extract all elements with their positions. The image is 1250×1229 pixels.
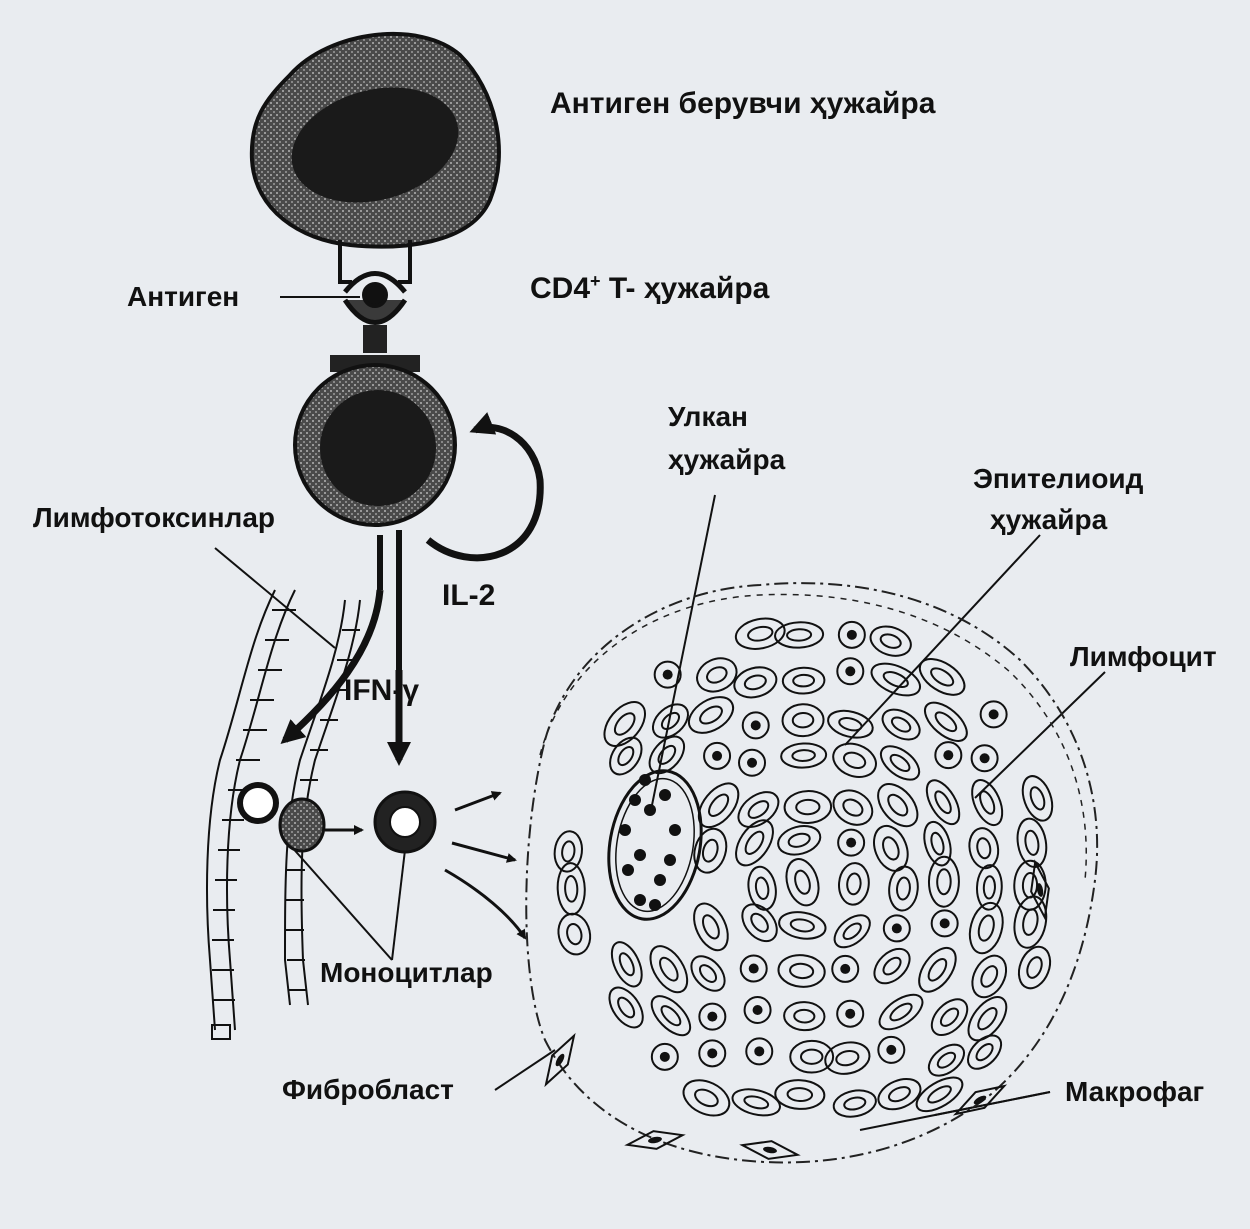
label-cd4-t-cell: CD4+ T- ҳужайра <box>530 272 769 305</box>
label-fibroblast: Фибробласт <box>282 1075 454 1104</box>
background-text-bleed <box>1010 0 1250 1229</box>
label-epithelioid-line2: ҳужайра <box>990 505 1107 534</box>
migration-arrows <box>445 793 525 938</box>
label-cd4-suffix: T- ҳужайра <box>601 272 770 305</box>
monocytes <box>240 785 435 852</box>
label-antigen: Антиген <box>127 282 239 311</box>
label-antigen-presenting-cell: Антиген берувчи ҳужайра <box>550 88 935 120</box>
label-macrophage: Макрофаг <box>1065 1077 1204 1106</box>
label-epithelioid-line1: Эпителиоид <box>973 464 1143 493</box>
label-il2: IL-2 <box>442 580 495 612</box>
antigen-presenting-cell <box>252 34 499 247</box>
mhc-antigen-complex <box>330 240 420 372</box>
label-cd4-prefix: CD4 <box>530 272 590 305</box>
label-lymphocyte: Лимфоцит <box>1070 642 1217 671</box>
label-lymphotoxins: Лимфотоксинлар <box>33 503 275 532</box>
label-ifn-gamma: IFN-γ <box>344 675 419 707</box>
cd4-t-cell <box>295 365 455 525</box>
label-monocytes: Моноцитлар <box>320 958 493 987</box>
label-cd4-sup: + <box>590 271 601 291</box>
label-giant-cell-line2: ҳужайра <box>668 445 785 474</box>
label-giant-cell-line1: Улкан <box>668 402 748 431</box>
